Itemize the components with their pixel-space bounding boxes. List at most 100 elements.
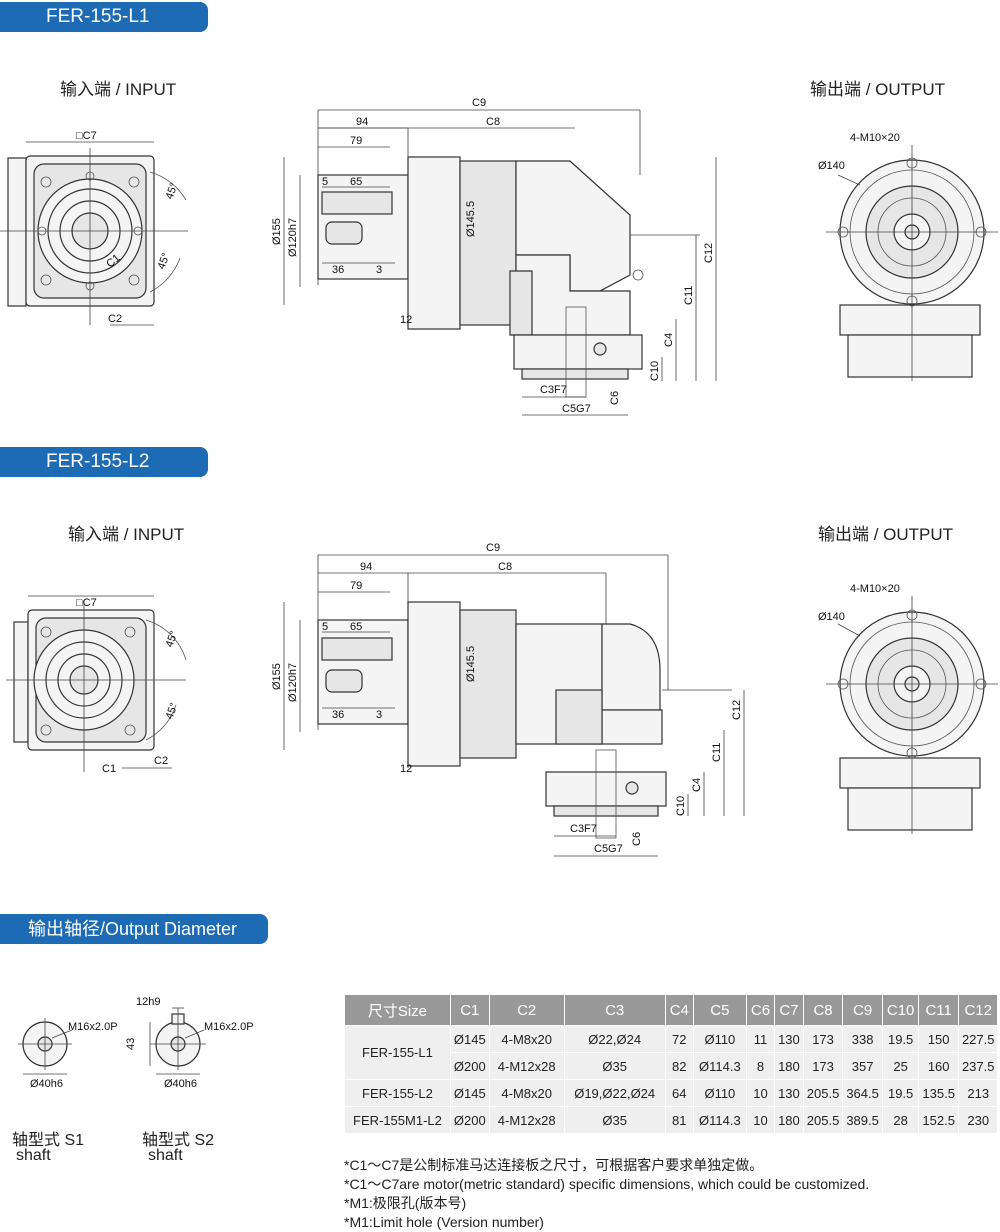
table-cell: 130: [774, 1079, 804, 1107]
dim-c3f7: C3F7: [540, 384, 567, 396]
dim-65: 65: [350, 176, 362, 188]
l1-input-drawing: □C7 45° 45° C1 C2: [0, 130, 188, 326]
dim-c9-l2: C9: [486, 542, 500, 554]
dim-c2-l1: C2: [108, 313, 122, 325]
input-label-l2: 输入端 / INPUT: [68, 525, 185, 544]
table-cell: 357: [842, 1052, 883, 1080]
dim-c12: C12: [703, 243, 715, 263]
dim-dia145: Ø145.5: [465, 201, 477, 237]
dim-c5g7: C5G7: [562, 403, 591, 415]
dim-dia155: Ø155: [271, 218, 283, 245]
dim-c9: C9: [472, 97, 486, 109]
dim-c7-l2: □C7: [76, 597, 97, 609]
dim-36: 36: [332, 264, 344, 276]
table-cell: 213: [957, 1079, 999, 1107]
dim-dia40-s1: Ø40h6: [30, 1078, 63, 1090]
dim-c1-l2: C1: [102, 763, 116, 775]
table-cell: 173: [802, 1052, 844, 1080]
table-cell: Ø145: [449, 1079, 490, 1107]
table-cell: 72: [664, 1025, 694, 1053]
table-cell: 81: [664, 1106, 694, 1134]
dim-dia40-s2: Ø40h6: [164, 1078, 197, 1090]
table-cell: 130: [774, 1025, 804, 1053]
l2-input-drawing: □C7 45° 45° C1 C2: [6, 595, 187, 775]
spec-table: 尺寸Size C1 C2 C3 C4 C5 C6 C7 C8 C9 C10 C1…: [344, 994, 999, 1134]
table-row: FER-155M1-L2 Ø200 4-M12x28 Ø35 81 Ø114.3…: [344, 1106, 999, 1134]
output-label-l2: 输出端 / OUTPUT: [818, 525, 954, 544]
dim-45deg-bottom: 45°: [156, 251, 173, 271]
table-cell: 389.5: [842, 1106, 883, 1134]
dim-c12-l2: C12: [731, 700, 743, 720]
dim-c6-l2: C6: [631, 832, 643, 846]
table-cell-model: FER-155-L2: [344, 1079, 451, 1107]
input-label-l1: 输入端 / INPUT: [60, 80, 177, 99]
table-header: C10: [881, 994, 920, 1026]
dim-12: 12: [400, 314, 412, 326]
table-cell: 205.5: [802, 1079, 844, 1107]
dim-94-l2: 94: [360, 561, 372, 573]
dim-dia120-l2: Ø120h7: [287, 663, 299, 702]
dim-dia155-l2: Ø155: [271, 663, 283, 690]
dim-79: 79: [350, 135, 362, 147]
table-cell: 4-M12x28: [488, 1106, 565, 1134]
dim-5: 5: [322, 176, 328, 188]
dim-94: 94: [356, 116, 368, 128]
dim-dia120: Ø120h7: [287, 218, 299, 257]
table-cell: 19.5: [881, 1079, 920, 1107]
section-title-l1: FER-155-L1: [0, 2, 208, 32]
dim-c8: C8: [486, 116, 500, 128]
dim-dia140-l1: Ø140: [818, 160, 845, 172]
table-cell: 19.5: [881, 1025, 920, 1053]
table-cell: 10: [745, 1079, 776, 1107]
table-cell: Ø35: [563, 1106, 666, 1134]
dim-c10-l2: C10: [675, 796, 687, 816]
note-line: *M1:Limit hole (Version number): [344, 1214, 544, 1230]
l2-side-drawing: C9 C8 94 79 5 65 36 3 Ø155 Ø120h7 Ø145.5…: [271, 542, 745, 857]
table-header: C4: [664, 994, 694, 1026]
table-cell: 160: [918, 1052, 959, 1080]
table-header: C12: [957, 994, 999, 1026]
dim-c11-l2: C11: [711, 743, 723, 762]
dim-c11: C11: [683, 286, 695, 305]
dim-c2-l2: C2: [154, 755, 168, 767]
dim-45deg-top-l2: 45°: [164, 629, 181, 649]
note-line: *M1:极限孔(版本号): [344, 1195, 467, 1211]
table-header: C6: [745, 994, 776, 1026]
table-cell: Ø19,Ø22,Ø24: [563, 1079, 666, 1107]
table-row: FER-155-L2 Ø145 4-M8x20 Ø19,Ø22,Ø24 64 Ø…: [344, 1079, 999, 1107]
table-cell: Ø114.3: [692, 1106, 747, 1134]
dim-c8-l2: C8: [498, 561, 512, 573]
table-header: C11: [918, 994, 959, 1026]
table-cell: 64: [664, 1079, 694, 1107]
table-cell: Ø145: [449, 1025, 490, 1053]
dim-45deg-bottom-l2: 45°: [164, 701, 181, 721]
table-cell: 150: [918, 1025, 959, 1053]
table-header: C1: [449, 994, 490, 1026]
table-cell: Ø200: [449, 1106, 490, 1134]
shaft-s1-drawing: M16x2.0P Ø40h6: [18, 1018, 118, 1090]
table-cell: 338: [842, 1025, 883, 1053]
shaft-s2-drawing: 12h9 43 M16x2.0P Ø40h6: [125, 996, 254, 1090]
dim-36-l2: 36: [332, 709, 344, 721]
table-cell: 28: [881, 1106, 920, 1134]
shaft-s1-label-en: shaft: [16, 1147, 51, 1164]
dim-c10: C10: [649, 361, 661, 381]
table-cell: 8: [745, 1052, 776, 1080]
table-cell: 82: [664, 1052, 694, 1080]
table-cell: 152.5: [918, 1106, 959, 1134]
table-header: C8: [802, 994, 844, 1026]
output-label-l1: 输出端 / OUTPUT: [810, 80, 946, 99]
dim-c4: C4: [663, 333, 675, 347]
l2-output-drawing: 4-M10×20 Ø140: [818, 583, 998, 834]
dim-3-l2: 3: [376, 709, 382, 721]
section-title-l2: FER-155-L2: [0, 447, 208, 477]
table-cell: Ø110: [692, 1025, 747, 1053]
table-cell: Ø35: [563, 1052, 666, 1080]
table-cell: 25: [881, 1052, 920, 1080]
dim-holes-l1: 4-M10×20: [850, 132, 900, 144]
dim-45deg-top: 45°: [164, 181, 181, 201]
table-cell: 180: [774, 1052, 804, 1080]
dim-43-s2: 43: [125, 1038, 137, 1050]
dim-dia145-l2: Ø145.5: [465, 646, 477, 682]
l1-side-drawing: C9 C8 94 79 5 65 36 3 Ø155 Ø120h7 Ø145.5…: [271, 97, 717, 416]
